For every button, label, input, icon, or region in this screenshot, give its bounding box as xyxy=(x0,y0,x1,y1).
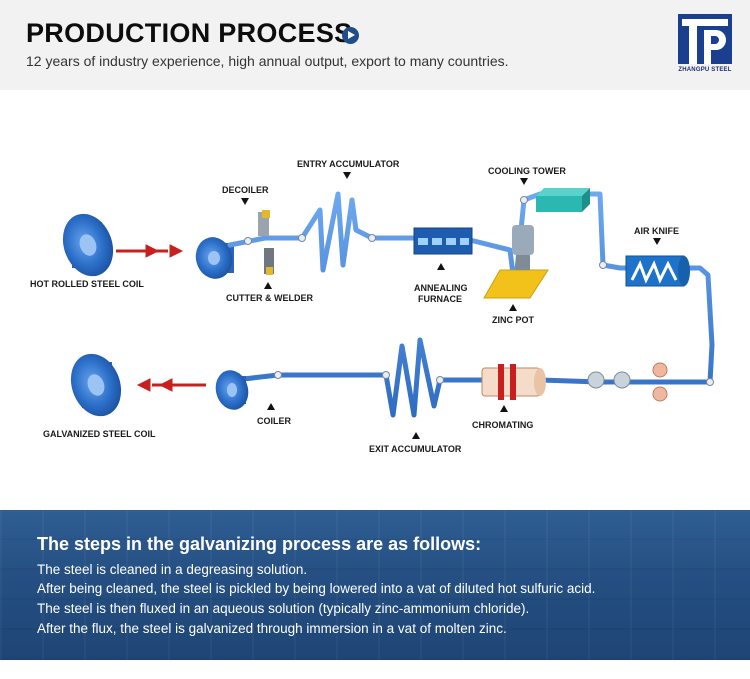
step-item: After the flux, the steel is galvanized … xyxy=(37,621,507,636)
label-cooling-tower: COOLING TOWER xyxy=(488,166,566,176)
logo-text: ZHANGPU STEEL xyxy=(678,67,732,73)
coiler xyxy=(215,370,249,410)
marker-cutter xyxy=(264,282,272,289)
label-annealing-1: ANNEALING xyxy=(414,283,468,293)
forward-arrows xyxy=(116,244,184,258)
label-hot-rolled-coil: HOT ROLLED STEEL COIL xyxy=(30,279,144,289)
zinc-pot xyxy=(483,225,549,299)
hot-rolled-coil xyxy=(62,213,114,277)
label-decoiler: DECOILER xyxy=(222,185,269,195)
marker-entry-accumulator xyxy=(343,172,351,179)
steps-panel: The steps in the galvanizing process are… xyxy=(0,510,750,660)
galvanizing-process-diagram: HOT ROLLED STEEL COIL DECOILER CUTTER & … xyxy=(30,159,715,454)
rollers xyxy=(244,196,714,386)
marker-cooling-tower xyxy=(520,178,528,185)
cutter-welder xyxy=(258,210,274,275)
marker-zinc-pot xyxy=(509,304,517,311)
label-air-knife: AIR KNIFE xyxy=(634,226,679,236)
marker-coiler xyxy=(267,403,275,410)
annealing-furnace xyxy=(413,227,473,255)
chromating-unit xyxy=(481,364,546,400)
pinch-rollers xyxy=(587,362,668,402)
backward-arrows xyxy=(136,378,206,392)
label-galvanized-coil: GALVANIZED STEEL COIL xyxy=(43,429,156,439)
marker-exit-accumulator xyxy=(412,432,420,439)
label-annealing-2: FURNACE xyxy=(418,294,462,304)
galvanized-coil xyxy=(70,353,122,417)
marker-annealing xyxy=(437,263,445,270)
label-coiler: COILER xyxy=(257,416,292,426)
label-zinc-pot: ZINC POT xyxy=(492,315,535,325)
zhangpu-logo-icon xyxy=(678,14,732,64)
play-icon[interactable] xyxy=(342,27,359,44)
page-title: PRODUCTION PROCESS xyxy=(26,18,353,48)
label-cutter: CUTTER & WELDER xyxy=(226,293,313,303)
step-item: The steel is cleaned in a degreasing sol… xyxy=(37,562,308,577)
decoiler-coil xyxy=(195,237,234,279)
strip-line-upper xyxy=(227,191,715,418)
marker-air-knife xyxy=(653,238,661,245)
header: PRODUCTION PROCESS 12 years of industry … xyxy=(0,0,750,90)
step-item: After being cleaned, the steel is pickle… xyxy=(37,581,596,596)
page-subtitle: 12 years of industry experience, high an… xyxy=(26,53,509,69)
label-chromating: CHROMATING xyxy=(472,420,533,430)
air-knife xyxy=(625,255,690,287)
label-exit-accumulator: EXIT ACCUMULATOR xyxy=(369,444,462,454)
label-entry-accumulator: ENTRY ACCUMULATOR xyxy=(297,159,400,169)
footer-strip xyxy=(0,660,750,679)
cooling-tower xyxy=(536,188,590,212)
step-item: The steel is then fluxed in an aqueous s… xyxy=(37,601,530,616)
marker-chromating xyxy=(500,405,508,412)
marker-decoiler xyxy=(241,198,249,205)
steps-heading: The steps in the galvanizing process are… xyxy=(37,534,482,554)
